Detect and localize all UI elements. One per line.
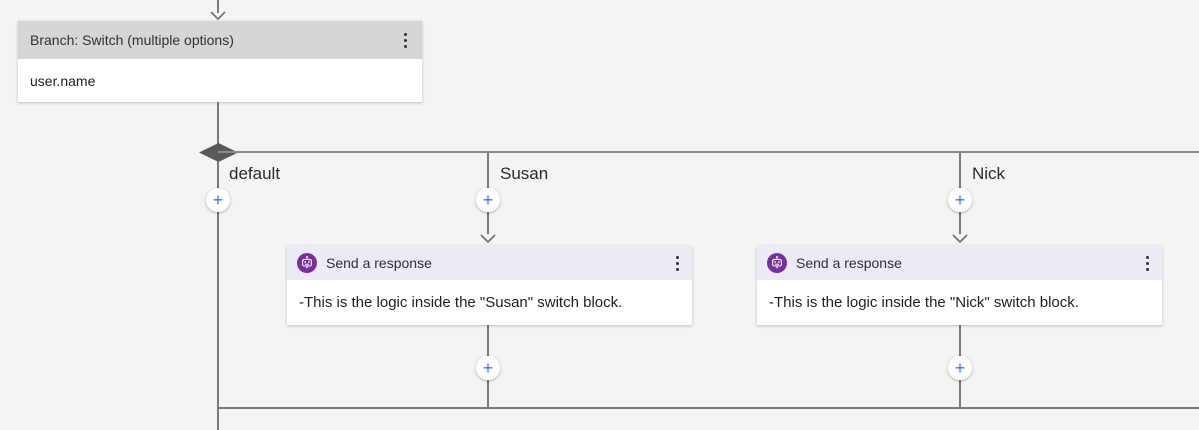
add-step-button-susan-top[interactable]: + bbox=[476, 188, 500, 212]
arrow-down-icon bbox=[480, 234, 496, 243]
action-node-header[interactable]: Send a response bbox=[287, 246, 692, 280]
branch-label-default: default bbox=[229, 164, 281, 183]
switch-node-title: Branch: Switch (multiple options) bbox=[30, 32, 234, 48]
arrow-down-icon bbox=[952, 234, 968, 243]
branch-merge-line bbox=[218, 407, 1199, 409]
switch-node-header[interactable]: Branch: Switch (multiple options) bbox=[18, 21, 422, 59]
kebab-menu-icon[interactable] bbox=[673, 252, 682, 275]
branch-label-susan: Susan bbox=[500, 164, 549, 183]
bot-icon bbox=[297, 253, 317, 273]
add-step-button-nick-top[interactable]: + bbox=[948, 188, 972, 212]
arrow-down-icon bbox=[210, 11, 226, 20]
bot-icon bbox=[767, 253, 787, 273]
switch-node[interactable]: Branch: Switch (multiple options) user.n… bbox=[18, 21, 422, 102]
action-node-title: Send a response bbox=[326, 255, 432, 271]
action-node-body[interactable]: -This is the logic inside the "Susan" sw… bbox=[287, 280, 692, 325]
connector-line bbox=[217, 102, 219, 144]
kebab-menu-icon[interactable] bbox=[401, 29, 410, 52]
add-step-button-nick-bottom[interactable]: + bbox=[948, 356, 972, 380]
branch-line-default bbox=[217, 161, 219, 430]
switch-condition-value: user.name bbox=[30, 72, 96, 89]
switch-node-body[interactable]: user.name bbox=[18, 59, 422, 102]
action-response-text: -This is the logic inside the "Susan" sw… bbox=[299, 294, 623, 311]
kebab-menu-icon[interactable] bbox=[1143, 252, 1152, 275]
action-node-title: Send a response bbox=[796, 255, 902, 271]
branch-top-line bbox=[218, 151, 1199, 153]
action-node-header[interactable]: Send a response bbox=[757, 246, 1162, 280]
action-node-body[interactable]: -This is the logic inside the "Nick" swi… bbox=[757, 280, 1162, 325]
branch-label-nick: Nick bbox=[972, 164, 1006, 183]
add-step-button-susan-bottom[interactable]: + bbox=[476, 356, 500, 380]
send-response-node-nick[interactable]: Send a response -This is the logic insid… bbox=[757, 246, 1162, 325]
add-step-button-default[interactable]: + bbox=[206, 188, 230, 212]
action-response-text: -This is the logic inside the "Nick" swi… bbox=[769, 294, 1079, 311]
connector-line bbox=[217, 0, 219, 13]
send-response-node-susan[interactable]: Send a response -This is the logic insid… bbox=[287, 246, 692, 325]
